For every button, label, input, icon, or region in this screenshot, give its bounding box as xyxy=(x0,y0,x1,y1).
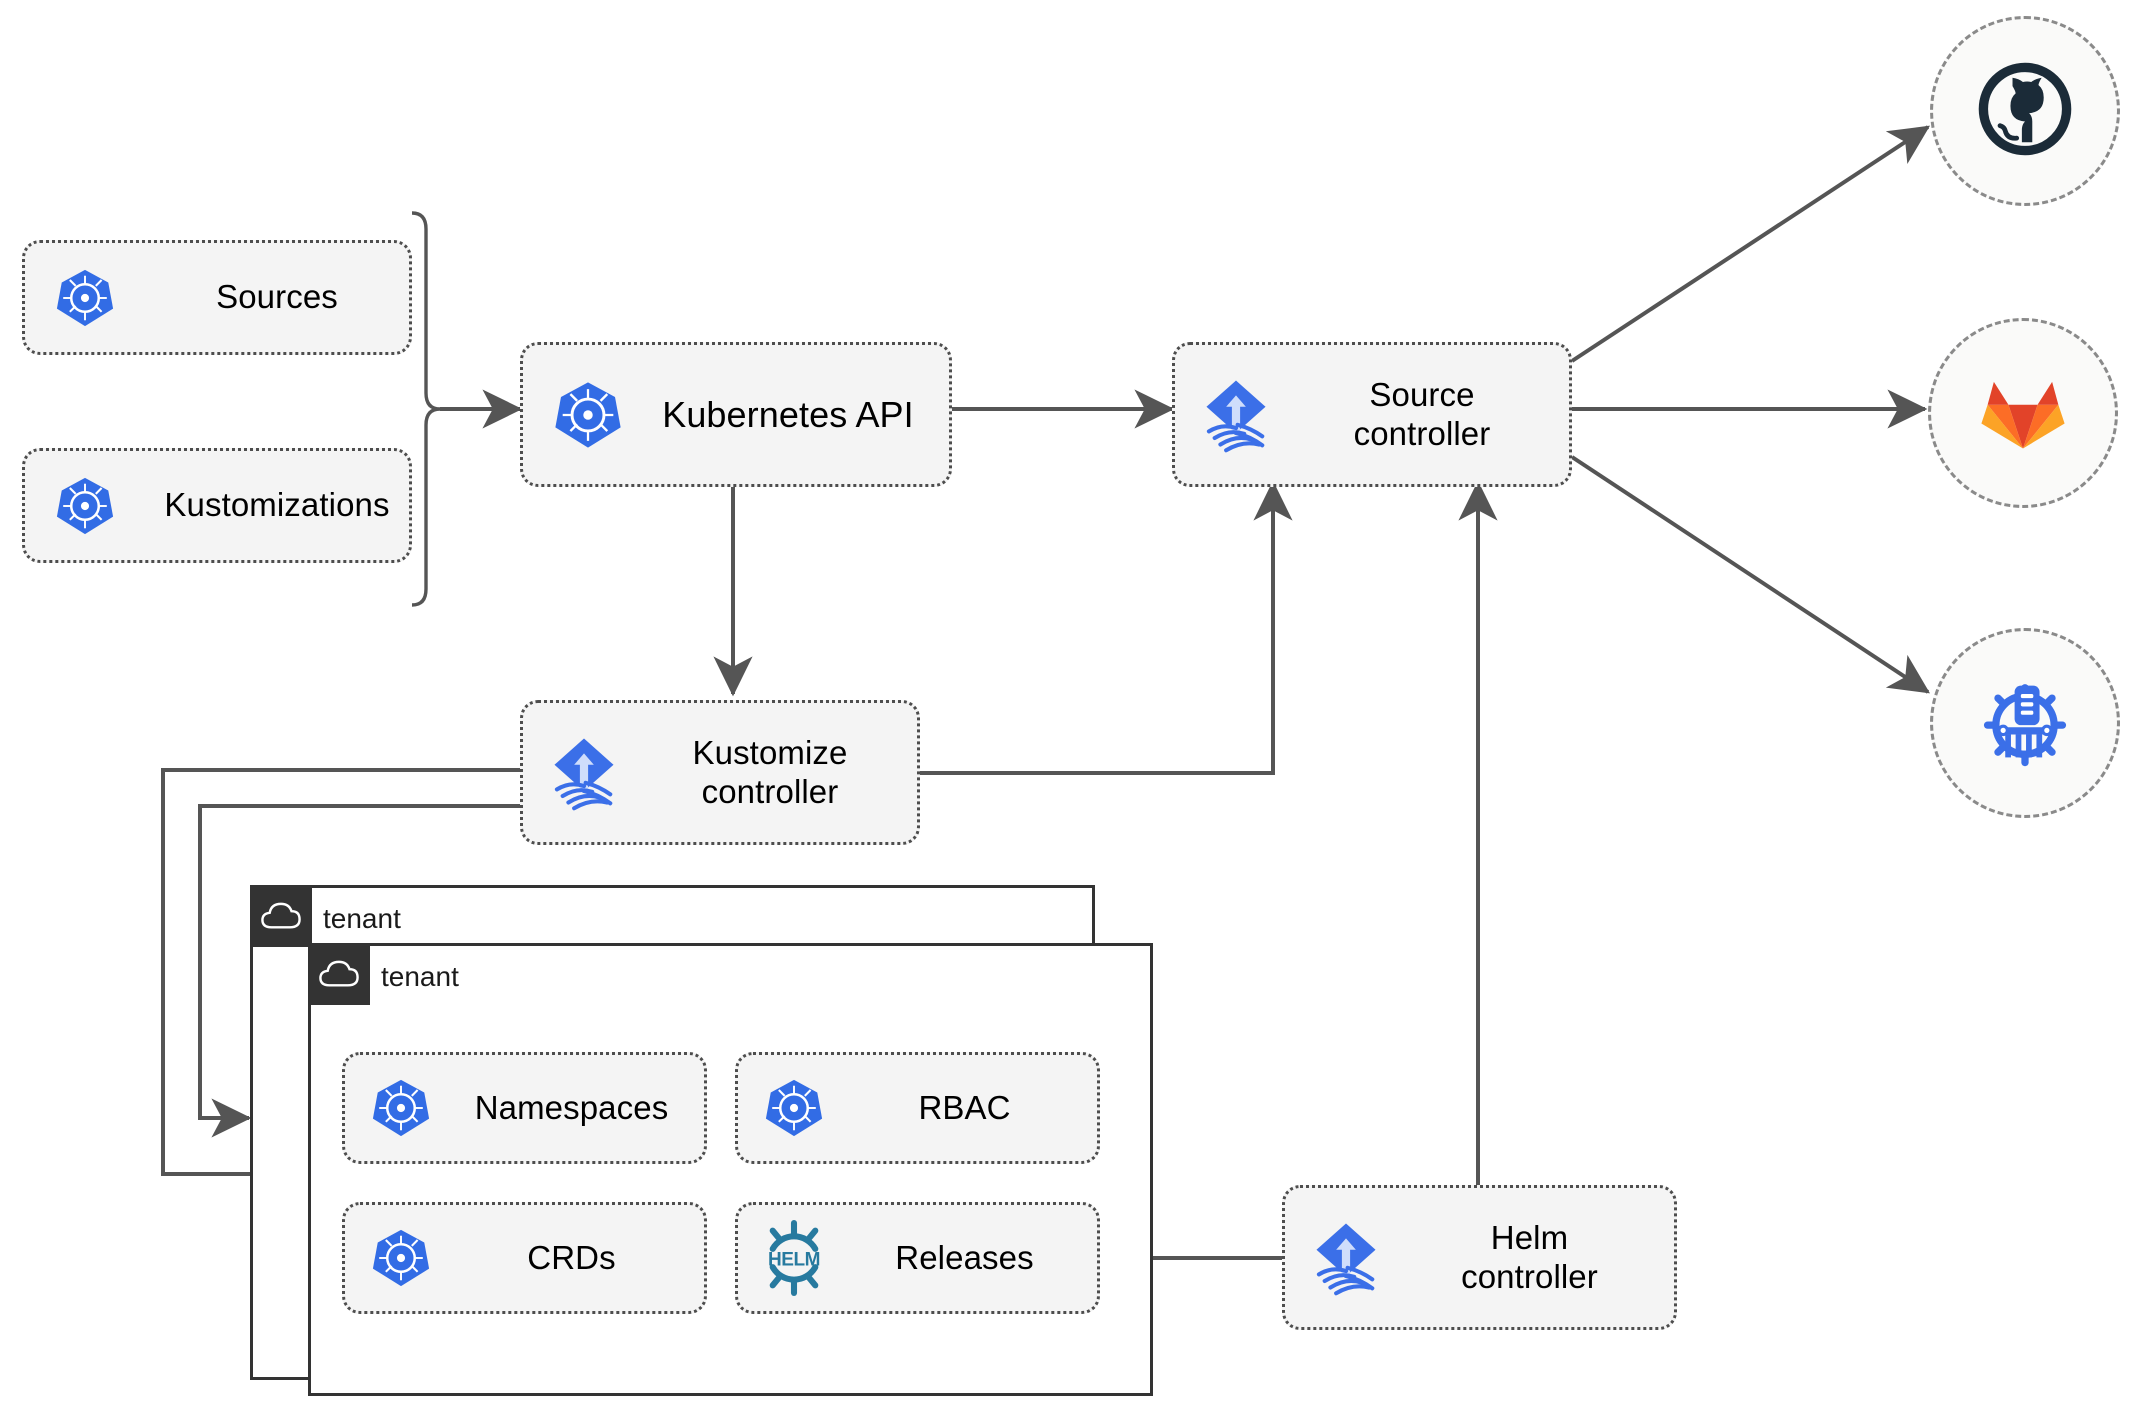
cloud-icon xyxy=(308,943,370,1005)
kubernetes-icon xyxy=(345,1077,457,1139)
node-source-controller[interactable]: Source controller xyxy=(1172,342,1572,487)
kubernetes-icon xyxy=(25,267,145,329)
helm-repository-icon xyxy=(1973,669,2077,778)
node-rbac[interactable]: RBAC xyxy=(735,1052,1100,1164)
helm-icon: HELM xyxy=(738,1220,850,1296)
flux-icon xyxy=(523,732,645,814)
flux-icon xyxy=(1285,1217,1407,1299)
kubernetes-icon xyxy=(523,379,653,451)
cloud-icon xyxy=(250,885,312,947)
node-label: Kubernetes API xyxy=(662,393,914,435)
node-namespaces[interactable]: Namespaces xyxy=(342,1052,707,1164)
kubernetes-icon xyxy=(345,1227,457,1289)
provider-gitlab[interactable] xyxy=(1928,318,2118,508)
provider-github[interactable] xyxy=(1930,16,2120,206)
node-crds[interactable]: CRDs xyxy=(342,1202,707,1314)
flux-icon xyxy=(1175,374,1297,456)
node-kustomizations[interactable]: Kustomizations xyxy=(22,448,412,563)
node-kubernetes-api[interactable]: Kubernetes API xyxy=(520,342,952,487)
node-label: Sources xyxy=(216,278,338,316)
provider-helm-repository[interactable] xyxy=(1930,628,2120,818)
node-helm-controller[interactable]: Helm controller xyxy=(1282,1185,1677,1330)
node-label: Helm controller xyxy=(1461,1219,1598,1295)
node-label: Kustomize controller xyxy=(692,734,848,810)
node-label: Kustomizations xyxy=(164,486,390,524)
github-icon xyxy=(1973,57,2077,166)
node-releases[interactable]: HELM Releases xyxy=(735,1202,1100,1314)
node-label: Namespaces xyxy=(474,1088,669,1126)
node-label: CRDs xyxy=(527,1238,616,1276)
node-sources[interactable]: Sources xyxy=(22,240,412,355)
tenant-label: tenant xyxy=(381,961,459,992)
node-label: RBAC xyxy=(918,1088,1011,1126)
kubernetes-icon xyxy=(738,1077,850,1139)
gitlab-icon xyxy=(1971,359,2075,468)
node-label: Source controller xyxy=(1353,376,1491,452)
tenant-container-inner[interactable]: tenant xyxy=(308,943,1153,1396)
node-kustomize-controller[interactable]: Kustomize controller xyxy=(520,700,920,845)
kubernetes-icon xyxy=(25,475,145,537)
tenant-label: tenant xyxy=(323,903,401,934)
node-label: Releases xyxy=(895,1238,1034,1276)
svg-text:HELM: HELM xyxy=(768,1250,820,1271)
